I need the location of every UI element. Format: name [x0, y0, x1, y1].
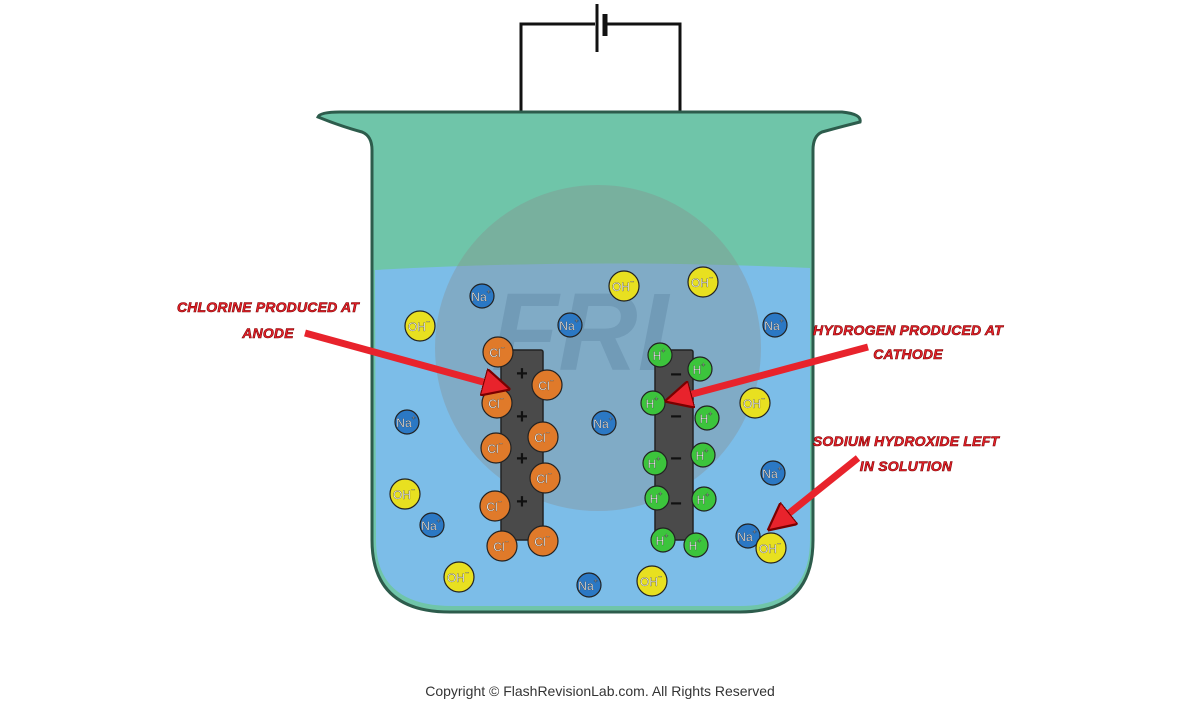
- sodium-ion: Na+: [419, 512, 445, 538]
- chloride-ion-label: Cl−: [488, 396, 503, 412]
- hydrogen-ion-label: H+: [697, 492, 710, 508]
- hydroxide-ion-label: OH−: [640, 574, 662, 590]
- hydrogen-ion: H+: [683, 532, 709, 558]
- cathode-charge-sign: −: [670, 448, 682, 470]
- sodium-ion-label: Na+: [421, 518, 440, 534]
- battery-symbol: [595, 4, 608, 52]
- chloride-ion-label: Cl−: [487, 441, 502, 457]
- anode-charge-sign: +: [516, 406, 528, 428]
- hydroxide-ion: OH−: [687, 266, 719, 298]
- sodium-ion: Na+: [762, 312, 788, 338]
- sodium-ion-label: Na+: [471, 289, 490, 305]
- chloride-ion-label: Cl−: [536, 471, 551, 487]
- hydrogen-ion: H+: [644, 485, 670, 511]
- sodium-ion-label: Na+: [559, 318, 578, 334]
- sodium-ion-label: Na+: [762, 466, 781, 482]
- anode-label: CHLORINE PRODUCED AT ANODE: [177, 299, 361, 342]
- hydrogen-ion-label: H+: [646, 396, 659, 412]
- hydroxide-ion-label: OH−: [393, 487, 415, 503]
- sodium-ion-label: Na+: [396, 415, 415, 431]
- chloride-ion: Cl−: [527, 525, 559, 557]
- chloride-ion-label: Cl−: [534, 430, 549, 446]
- sodium-ion-label: Na+: [593, 416, 612, 432]
- hydroxide-ion: OH−: [608, 270, 640, 302]
- hydroxide-ion: OH−: [404, 310, 436, 342]
- hydrogen-ion-label: H+: [689, 538, 702, 554]
- hydrogen-ion: H+: [650, 527, 676, 553]
- hydroxide-ion-label: OH−: [447, 570, 469, 586]
- hydrogen-ion-label: H+: [653, 348, 666, 364]
- chloride-ion: Cl−: [529, 462, 561, 494]
- solution-arrow: [772, 455, 861, 527]
- hydrogen-ion: H+: [642, 450, 668, 476]
- hydrogen-ion: H+: [691, 486, 717, 512]
- sodium-ion: Na+: [591, 410, 617, 436]
- anode-charge-sign: +: [516, 491, 528, 513]
- svg-text:SODIUM HYDROXIDE LEFT: SODIUM HYDROXIDE LEFT: [813, 433, 1000, 449]
- hydroxide-ion-label: OH−: [691, 275, 713, 291]
- hydrogen-ion: H+: [647, 342, 673, 368]
- chloride-ion: Cl−: [481, 387, 513, 419]
- hydroxide-ion: OH−: [443, 561, 475, 593]
- hydroxide-ion: OH−: [739, 387, 771, 419]
- hydrogen-ion-label: H+: [696, 448, 709, 464]
- hydrogen-ion: H+: [640, 390, 666, 416]
- hydrogen-ion: H+: [694, 405, 720, 431]
- hydrogen-ion: H+: [690, 442, 716, 468]
- chloride-ion: Cl−: [527, 421, 559, 453]
- sodium-ion: Na+: [735, 523, 761, 549]
- sodium-ion: Na+: [760, 460, 786, 486]
- hydroxide-ion: OH−: [755, 532, 787, 564]
- cathode-label: HYDROGEN PRODUCED AT CATHODE: [813, 322, 1005, 363]
- chloride-ion: Cl−: [531, 369, 563, 401]
- hydrogen-ion-label: H+: [650, 491, 663, 507]
- cathode-charge-sign: −: [670, 364, 682, 386]
- cathode-charge-sign: −: [670, 406, 682, 428]
- chloride-ion-label: Cl−: [493, 539, 508, 555]
- hydrogen-ion: H+: [687, 356, 713, 382]
- hydrogen-ion-label: H+: [656, 533, 669, 549]
- sodium-ion-label: Na+: [737, 529, 756, 545]
- sodium-ion-label: Na+: [764, 318, 783, 334]
- chloride-ion-label: Cl−: [486, 499, 501, 515]
- cathode-arrow: [670, 343, 869, 400]
- sodium-ion: Na+: [557, 312, 583, 338]
- copyright-notice: Copyright © FlashRevisionLab.com. All Ri…: [425, 683, 775, 699]
- anode-arrow: [304, 329, 505, 388]
- hydroxide-ion: OH−: [389, 478, 421, 510]
- chloride-ion: Cl−: [479, 490, 511, 522]
- svg-text:CATHODE: CATHODE: [873, 346, 943, 362]
- svg-text:IN SOLUTION: IN SOLUTION: [860, 458, 953, 474]
- hydroxide-ion-label: OH−: [408, 319, 430, 335]
- hydroxide-ion: OH−: [636, 565, 668, 597]
- hydroxide-ion-label: OH−: [743, 396, 765, 412]
- cathode-charge-sign: −: [670, 493, 682, 515]
- svg-text:HYDROGEN PRODUCED AT: HYDROGEN PRODUCED AT: [813, 322, 1004, 338]
- svg-text:ANODE: ANODE: [241, 325, 294, 341]
- hydrogen-ion-label: H+: [648, 456, 661, 472]
- chloride-ion: Cl−: [480, 432, 512, 464]
- anode-charge-sign: +: [516, 448, 528, 470]
- hydrogen-ion-label: H+: [693, 362, 706, 378]
- chloride-ion-label: Cl−: [534, 534, 549, 550]
- svg-text:CHLORINE PRODUCED AT: CHLORINE PRODUCED AT: [177, 299, 360, 315]
- sodium-ion: Na+: [469, 283, 495, 309]
- sodium-ion: Na+: [394, 409, 420, 435]
- chloride-ion: Cl−: [482, 336, 514, 368]
- anode-charge-sign: +: [516, 363, 528, 385]
- chloride-ion-label: Cl−: [538, 378, 553, 394]
- chloride-ion: Cl−: [486, 530, 518, 562]
- sodium-ion-label: Na+: [578, 578, 597, 594]
- chloride-ion-label: Cl−: [489, 345, 504, 361]
- sodium-ion: Na+: [576, 572, 602, 598]
- hydrogen-ion-label: H+: [700, 411, 713, 427]
- hydroxide-ion-label: OH−: [612, 279, 634, 295]
- solution-label: SODIUM HYDROXIDE LEFT IN SOLUTION: [813, 433, 1001, 475]
- hydroxide-ion-label: OH−: [759, 541, 781, 557]
